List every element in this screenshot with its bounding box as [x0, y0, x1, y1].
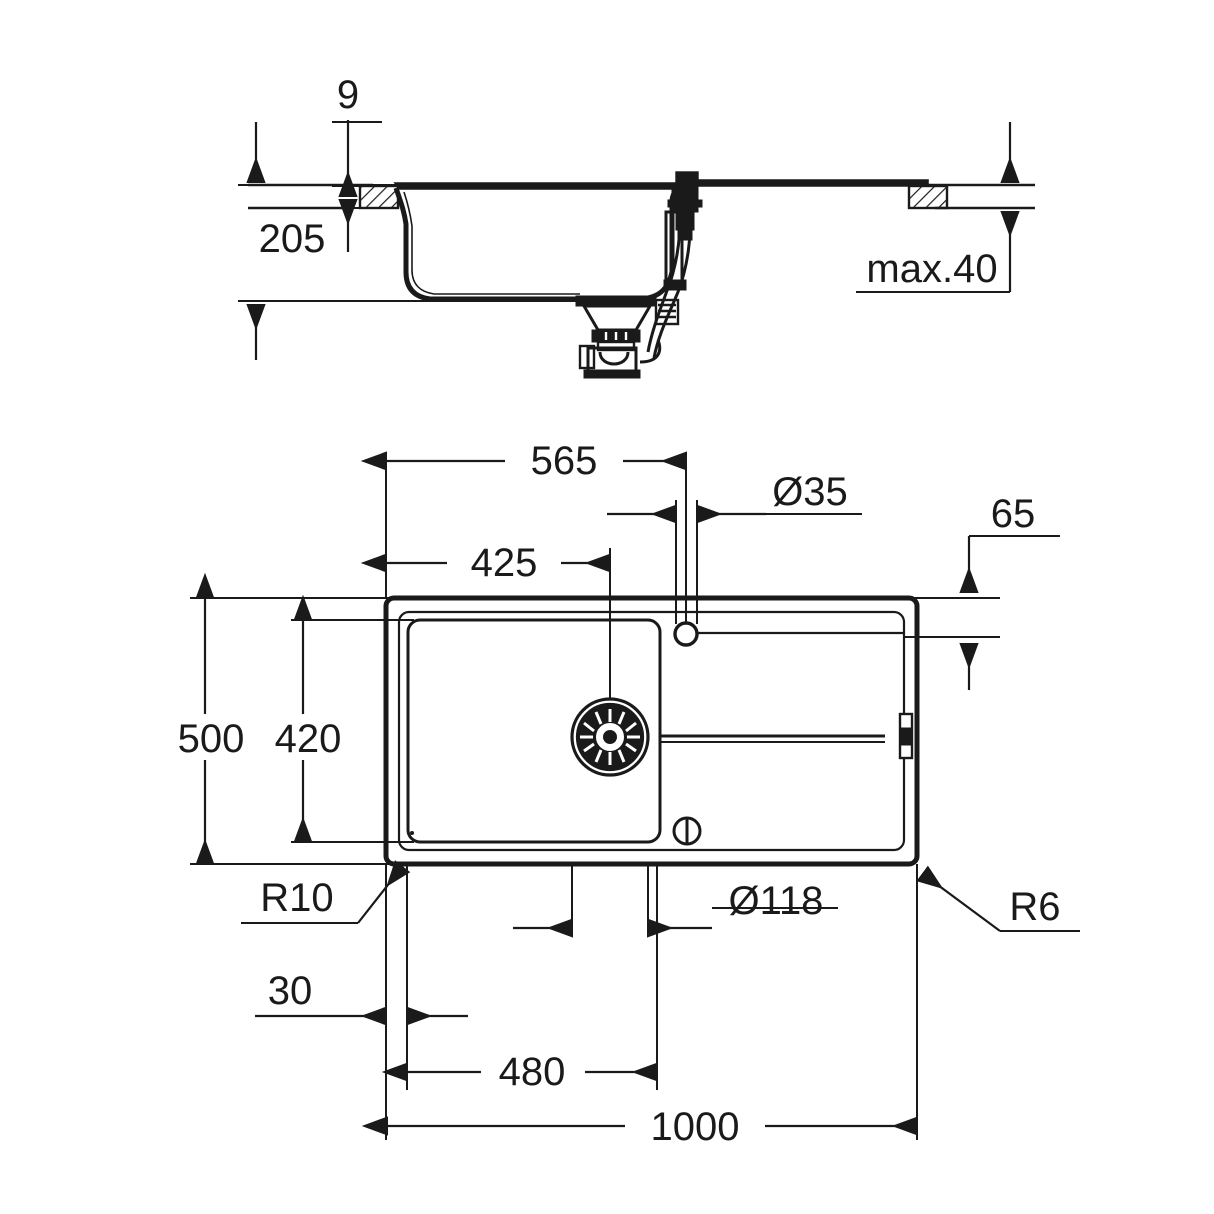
deck-boss [675, 171, 699, 183]
dim-label-500: 500 [178, 717, 245, 761]
worktop-hatch-right [907, 184, 949, 210]
dim-label-30: 30 [268, 969, 313, 1013]
waste-strainer-plan [570, 697, 650, 777]
dim-label-118: Ø118 [729, 879, 824, 923]
cross-section-view [248, 171, 1035, 379]
worktop-hatch-left [358, 184, 400, 210]
bowl-corner-centre-mark [410, 831, 414, 835]
dim-r6-leader [916, 865, 1001, 932]
waste-strainer-assembly [575, 295, 657, 352]
tap-hole [673, 621, 699, 647]
bowl-opening [406, 618, 662, 844]
dim-label-max40: max.40 [866, 247, 997, 291]
dim-label-480: 480 [499, 1050, 566, 1094]
section-dimensions [238, 120, 1034, 360]
plan-dimension-labels: 565 425 Ø35 65 500 420 R10 Ø118 R6 30 48… [165, 436, 1061, 1149]
edge-clip [898, 712, 914, 760]
bowl-section-outline [393, 187, 640, 302]
bowl-section-inner-line [403, 191, 580, 295]
dim-label-9: 9 [337, 73, 359, 117]
dim-label-420: 420 [275, 717, 342, 761]
overflow-opening-plan [672, 816, 702, 846]
plan-view [383, 595, 920, 867]
dim-label-r10: R10 [260, 876, 333, 920]
dim-label-35: Ø35 [772, 470, 848, 514]
dim-label-65: 65 [991, 492, 1036, 536]
dim-label-1000: 1000 [651, 1105, 740, 1149]
waste-side-connector [654, 298, 680, 326]
dim-label-565: 565 [531, 439, 598, 483]
dim-label-205: 205 [259, 217, 326, 261]
overflow-tube-collar [663, 279, 687, 291]
trap-body [578, 344, 641, 379]
dim-r10-leader [357, 860, 411, 924]
trap-hose [639, 339, 662, 364]
sink-outer-outline [383, 595, 920, 867]
dim-label-425: 425 [471, 541, 538, 585]
dim-label-r6: R6 [1009, 885, 1060, 929]
